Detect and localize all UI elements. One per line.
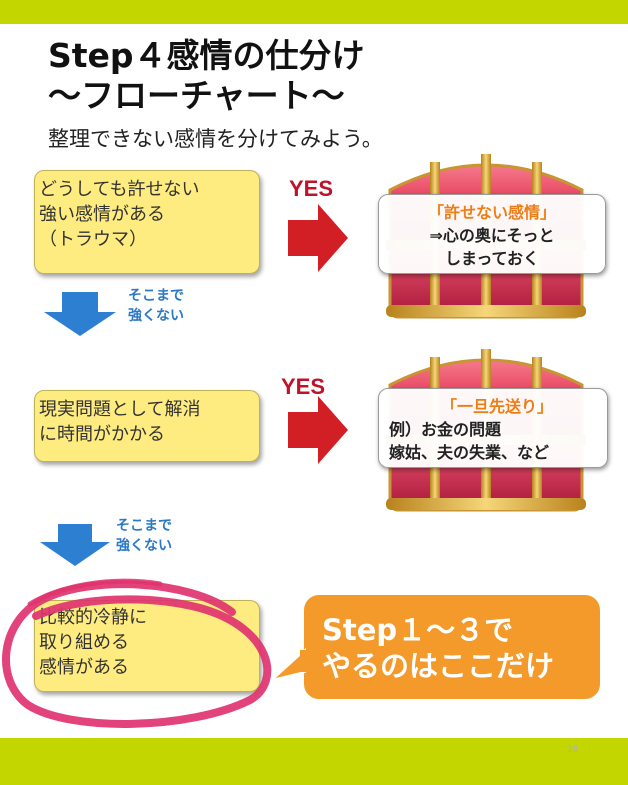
yes-arrow-1-icon <box>288 204 348 272</box>
page-title-line-1: Step４感情の仕分け <box>48 36 365 75</box>
no-label-1-line-1: そこまで <box>128 288 184 304</box>
bottom-accent-bar <box>0 738 628 785</box>
down-arrow-2-icon <box>40 524 110 566</box>
result-1-line-2: しまっておく <box>444 249 540 268</box>
flow-box-1-line-1: どうしても許せない <box>39 179 200 200</box>
result-2-line-2: 嫁姑、夫の失業、など <box>389 443 550 462</box>
callout-bubble <box>271 593 602 701</box>
callout-line-2: やるのはここだけ <box>322 649 555 683</box>
result-box-2: 「一旦先送り」 例）お金の問題 嫁姑、夫の失業、など <box>378 388 608 468</box>
flow-box-3-line-2: 取り組める <box>39 632 129 653</box>
no-label-1: そこまで 強くない <box>128 286 184 326</box>
flow-box-3: 比較的冷静に 取り組める 感情がある <box>34 600 260 692</box>
no-label-2-line-2: 強くない <box>116 538 172 554</box>
page-subtitle: 整理できない感情を分けてみよう。 <box>48 127 383 151</box>
page-title: Step４感情の仕分け ～フローチャート～ <box>48 36 365 116</box>
flow-box-2-line-1: 現実問題として解消 <box>39 399 201 420</box>
flow-box-1-line-3: （トラウマ） <box>39 229 147 250</box>
result-2-title: 「一旦先送り」 <box>441 397 554 416</box>
top-accent-bar <box>0 0 628 24</box>
page-number: 26 <box>568 744 579 754</box>
flow-box-1: どうしても許せない 強い感情がある （トラウマ） <box>34 170 260 274</box>
result-box-1: 「許せない感情」 ⇒心の奥にそっと しまっておく <box>378 194 606 274</box>
yes-arrow-2-icon <box>288 396 348 464</box>
flow-box-3-line-1: 比較的冷静に <box>39 607 147 628</box>
result-1-line-1: ⇒心の奥にそっと <box>429 226 555 245</box>
no-label-1-line-2: 強くない <box>128 308 184 324</box>
down-arrow-1-icon <box>44 292 116 336</box>
yes-label-1: YES <box>289 176 334 201</box>
flow-box-2: 現実問題として解消 に時間がかかる <box>34 390 260 462</box>
flow-box-2-line-2: に時間がかかる <box>39 424 165 445</box>
result-1-title: 「許せない感情」 <box>427 203 556 222</box>
flow-box-3-line-3: 感情がある <box>39 657 129 678</box>
callout-line-1: Step１～３で <box>322 613 514 647</box>
callout-text: Step１～３で やるのはここだけ <box>322 612 554 684</box>
no-label-2: そこまで 強くない <box>116 516 172 556</box>
yes-label-2: YES <box>281 374 326 399</box>
no-label-2-line-1: そこまで <box>116 518 172 534</box>
result-2-line-1: 例）お金の問題 <box>389 420 502 439</box>
page-title-line-2: ～フローチャート～ <box>48 76 345 115</box>
flow-box-1-line-2: 強い感情がある <box>39 204 165 225</box>
